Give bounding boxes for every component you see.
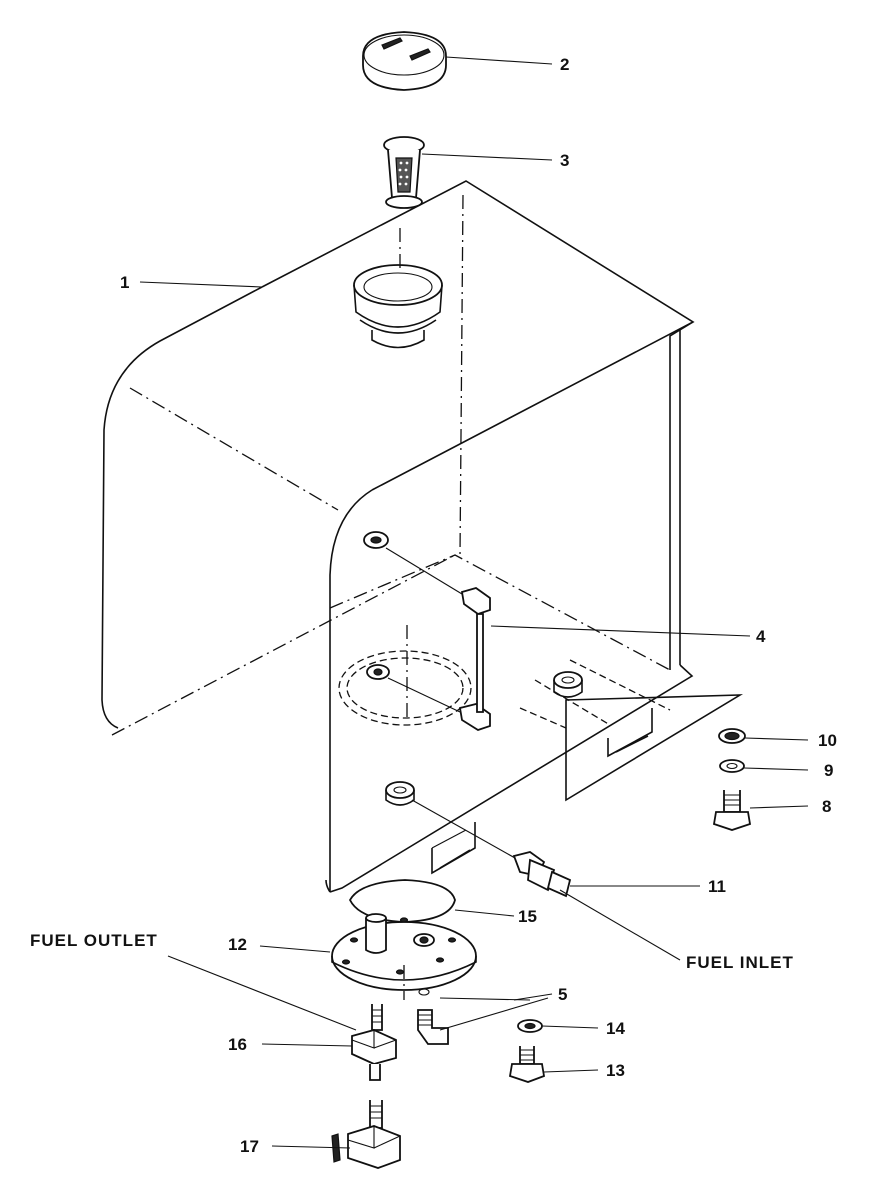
label-part-14: 14 [606,1019,625,1038]
bolt-8 [712,790,809,831]
fuel-inlet-fitting [411,799,700,961]
mount-boss-rear [553,671,583,698]
filler-neck [353,228,443,349]
callout-leader-1 [139,281,263,288]
label-fuel-inlet: FUEL INLET [686,953,794,972]
label-part-11: 11 [708,877,726,896]
mounting-flange-12 [259,913,531,1001]
label-part-17: 17 [240,1137,259,1156]
washer-10 [718,728,809,744]
label-part-9: 9 [824,761,833,780]
fuel-sight-gauge [363,531,751,731]
bolt-13 [508,1046,599,1083]
label-fuel-outlet: FUEL OUTLET [30,931,158,950]
mount-boss-front [385,781,415,806]
label-part-8: 8 [822,797,831,816]
label-part-3: 3 [560,151,569,170]
label-part-2: 2 [560,55,569,74]
label-part-16: 16 [228,1035,247,1054]
label-part-1: 1 [120,273,129,292]
fuel-strainer [383,136,553,209]
label-part-13: 13 [606,1061,625,1080]
washer-14 [517,1019,599,1033]
fuel-tank-body [101,180,744,893]
elbow-fitting-5 [417,988,553,1045]
fuel-cap [362,31,553,91]
label-part-5: 5 [558,985,567,1004]
label-part-12: 12 [228,935,247,954]
outlet-fitting-16 [167,955,397,1081]
part-number-labels: 1 2 3 4 10 9 8 11 15 12 5 14 13 16 17 FU… [30,55,837,1156]
outlet-fitting-17 [271,1100,401,1169]
label-part-15: 15 [518,907,537,926]
label-part-4: 4 [756,627,766,646]
washer-9 [719,759,809,773]
label-part-10: 10 [818,731,837,750]
